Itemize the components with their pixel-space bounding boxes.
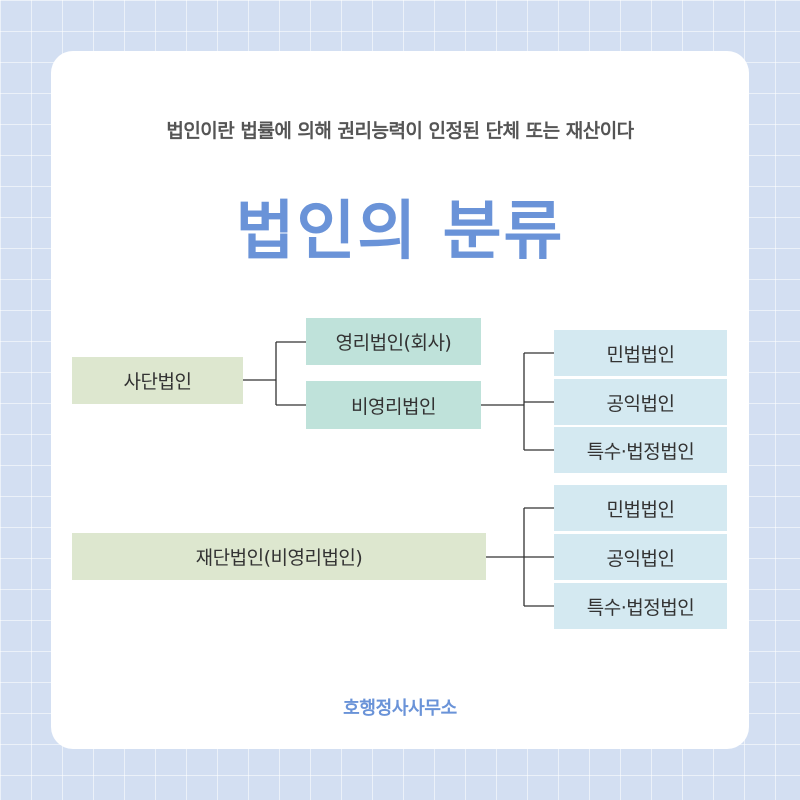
node-civil-law-corporation: 민법법인 <box>554 330 727 376</box>
office-name-footer: 호행정사사무소 <box>343 698 457 719</box>
node-sadan-corporation: 사단법인 <box>72 357 243 404</box>
node-non-profit-corporation: 비영리법인 <box>306 381 481 429</box>
subtitle: 법인이란 법률에 의해 권리능력이 인정된 단체 또는 재산이다 <box>166 120 634 142</box>
node-special-statutory-corporation-2: 특수·법정법인 <box>554 583 727 629</box>
node-special-statutory-corporation: 특수·법정법인 <box>554 427 727 473</box>
node-civil-law-corporation-2: 민법법인 <box>554 485 727 531</box>
node-public-interest-corporation: 공익법인 <box>554 379 727 425</box>
page-title: 법인의 분류 <box>235 195 565 269</box>
node-public-interest-corporation-2: 공익법인 <box>554 534 727 580</box>
node-foundation-corporation: 재단법인(비영리법인) <box>72 533 486 580</box>
node-for-profit-corporation: 영리법인(회사) <box>306 318 481 365</box>
